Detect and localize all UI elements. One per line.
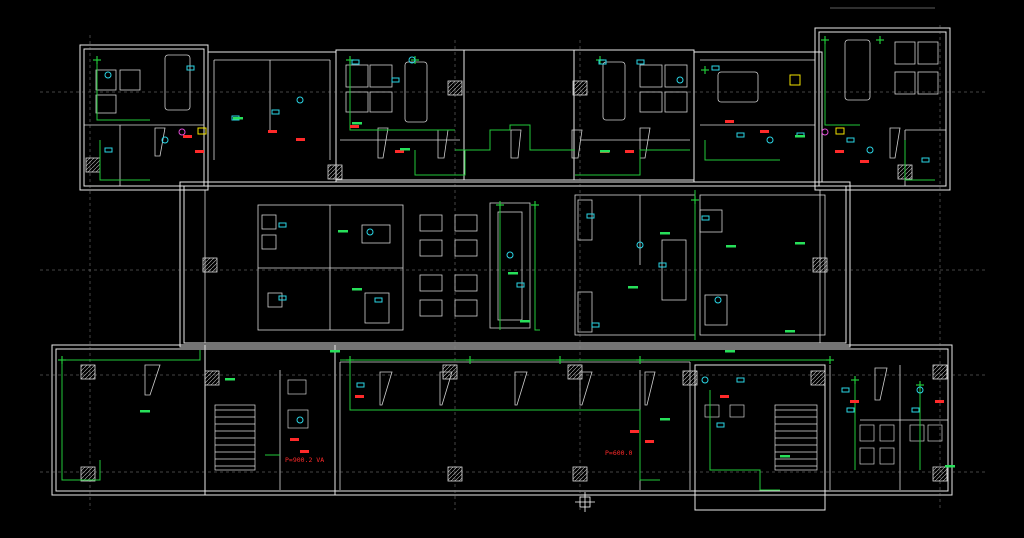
chair-set	[419, 214, 443, 232]
column-hatch-icon	[85, 157, 101, 173]
circuit-junctions	[58, 36, 924, 389]
furniture	[95, 39, 939, 406]
column-hatch-icon	[80, 364, 96, 380]
column-hatch-icon	[932, 364, 948, 380]
grid-lines	[40, 25, 985, 510]
column-hatch-icon	[810, 370, 826, 386]
electrical-devices	[104, 56, 930, 428]
panel-left-label: P=900.2 VA	[285, 456, 324, 464]
panel-right-label: P=600.0	[605, 449, 632, 457]
stair-icon	[214, 404, 818, 471]
chair-set	[419, 274, 443, 292]
chair-set	[454, 214, 478, 232]
column-hatch-icon	[202, 257, 218, 273]
column-hatch-icon	[204, 370, 220, 386]
restroom-fixtures	[287, 379, 943, 465]
column-hatch-icon	[812, 257, 828, 273]
column-hatch-icon	[80, 466, 96, 482]
column-hatch-icon	[572, 466, 588, 482]
column-hatch-icon	[572, 80, 588, 96]
chair-set	[419, 299, 443, 317]
column-hatch-icon	[327, 164, 343, 180]
room-tags	[140, 117, 955, 468]
crosshair-cursor-icon[interactable]	[575, 492, 595, 512]
column-hatch-icon	[447, 80, 463, 96]
chair-set	[454, 274, 478, 292]
structural-columns	[80, 80, 948, 482]
column-hatch-icon	[932, 466, 948, 482]
chair-set	[419, 239, 443, 257]
circuit-wiring	[61, 40, 935, 491]
panel-markers	[178, 74, 845, 136]
chair-set	[454, 239, 478, 257]
column-hatch-icon	[447, 466, 463, 482]
chair-set	[454, 299, 478, 317]
column-hatch-icon	[682, 370, 698, 386]
